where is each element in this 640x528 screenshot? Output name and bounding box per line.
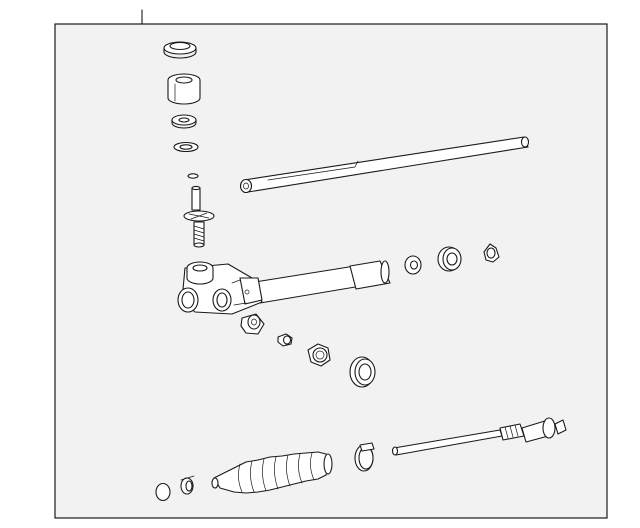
bushing — [404, 255, 422, 275]
tie-rod-end-nut — [155, 482, 171, 502]
adjuster-cup — [167, 73, 201, 105]
bushing — [437, 246, 462, 272]
rack-bar — [239, 136, 530, 194]
rack-seal — [349, 356, 376, 388]
tie-rod-end — [521, 417, 567, 443]
o-ring — [187, 173, 199, 179]
pinion-shaft — [183, 185, 215, 248]
washer — [171, 114, 197, 129]
bleeder-plug — [277, 333, 293, 347]
dust-cover — [163, 41, 197, 59]
inner-tie-rod — [391, 423, 525, 456]
steering-gear-housing — [177, 260, 391, 315]
bushing — [483, 243, 500, 263]
boot-clamp — [354, 442, 375, 472]
clip — [180, 475, 195, 495]
locknut — [307, 343, 331, 367]
mount-grommet — [240, 313, 265, 335]
seal-ring — [173, 141, 199, 153]
bellows-boot — [211, 451, 333, 494]
